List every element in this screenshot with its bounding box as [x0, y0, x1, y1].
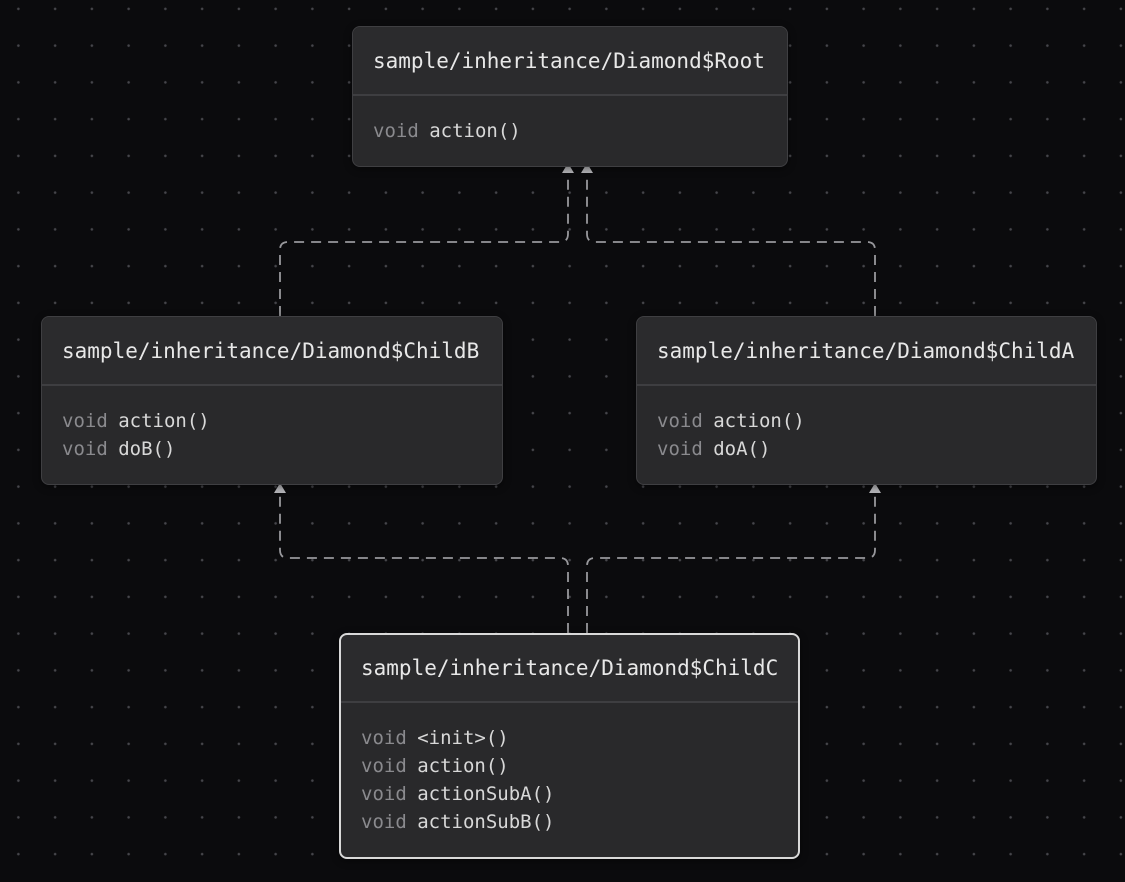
- method-return-type: void: [62, 438, 108, 460]
- method-return-type: void: [657, 438, 703, 460]
- class-node-method-list: void action(): [353, 96, 787, 166]
- inheritance-edge-childb-to-root[interactable]: [279, 174, 569, 316]
- class-node-title-bar[interactable]: sample/inheritance/Diamond$ChildB: [42, 317, 502, 386]
- method-row[interactable]: void actionSubA(): [361, 780, 778, 808]
- method-name: action(): [417, 755, 509, 777]
- class-name: sample/inheritance/Diamond$ChildB: [62, 338, 480, 363]
- inheritance-edge-childc-to-childb[interactable]: [279, 494, 569, 633]
- class-node-method-list: void action() void doB(): [42, 386, 502, 484]
- method-return-type: void: [657, 410, 703, 432]
- method-return-type: void: [373, 120, 419, 142]
- method-return-type: void: [361, 755, 407, 777]
- class-name: sample/inheritance/Diamond$ChildC: [361, 656, 779, 680]
- method-return-type: void: [62, 410, 108, 432]
- method-row[interactable]: void action(): [361, 752, 778, 780]
- method-row[interactable]: void actionSubB(): [361, 808, 778, 836]
- method-name: actionSubA(): [417, 783, 555, 805]
- method-name: <init>(): [417, 727, 509, 749]
- class-name: sample/inheritance/Diamond$Root: [373, 48, 765, 73]
- method-name: action(): [713, 410, 805, 432]
- method-return-type: void: [361, 727, 407, 749]
- method-row[interactable]: void <init>(): [361, 724, 778, 752]
- class-node-title-bar[interactable]: sample/inheritance/Diamond$ChildC: [341, 635, 798, 703]
- class-node-method-list: void <init>() void action() void actionSubA…: [341, 703, 798, 857]
- method-name: action(): [429, 120, 521, 142]
- inheritance-edge-childa-to-root[interactable]: [586, 174, 876, 316]
- method-row[interactable]: void doA(): [657, 435, 1076, 463]
- method-name: actionSubB(): [417, 811, 555, 833]
- method-row[interactable]: void action(): [373, 117, 767, 145]
- class-node-diamond-root[interactable]: sample/inheritance/Diamond$Root void acti…: [352, 26, 788, 167]
- class-node-method-list: void action() void doA(): [637, 386, 1096, 484]
- class-node-title-bar[interactable]: sample/inheritance/Diamond$Root: [353, 27, 787, 96]
- class-node-title-bar[interactable]: sample/inheritance/Diamond$ChildA: [637, 317, 1096, 386]
- inheritance-edge-childc-to-childa[interactable]: [586, 494, 876, 633]
- method-name: doA(): [713, 438, 771, 460]
- method-return-type: void: [361, 811, 407, 833]
- method-return-type: void: [361, 783, 407, 805]
- method-row[interactable]: void action(): [657, 407, 1076, 435]
- method-name: action(): [118, 410, 210, 432]
- method-name: doB(): [118, 438, 176, 460]
- method-row[interactable]: void action(): [62, 407, 482, 435]
- method-row[interactable]: void doB(): [62, 435, 482, 463]
- class-name: sample/inheritance/Diamond$ChildA: [657, 338, 1075, 363]
- class-node-diamond-childc[interactable]: sample/inheritance/Diamond$ChildC void <i…: [339, 633, 800, 859]
